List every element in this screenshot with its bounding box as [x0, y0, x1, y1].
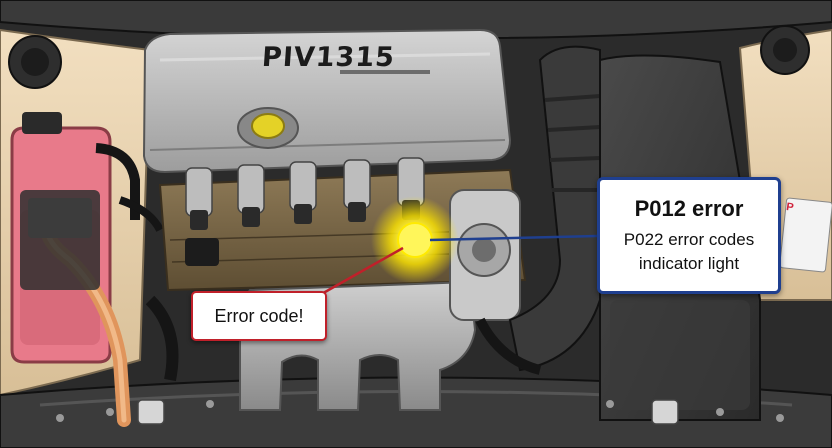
engine-cover-code: PIV1315 — [260, 42, 396, 73]
error-callout: P012 error P022 error codes indicator li… — [597, 177, 781, 294]
engine-cover-underline — [340, 70, 430, 74]
callout-line-2: indicator light — [638, 253, 740, 273]
error-code-label: Error code! — [191, 291, 327, 341]
error-code-text: Error code! — [214, 305, 304, 326]
callout-line-1: P022 error codes — [623, 229, 755, 249]
callout-title: P012 error — [634, 195, 744, 221]
